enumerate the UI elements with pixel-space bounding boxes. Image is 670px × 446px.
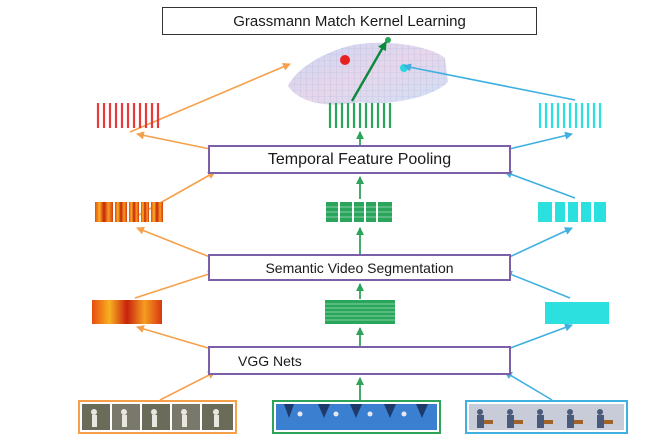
left-video-frames <box>78 400 237 434</box>
semantic-video-segmentation-box: Semantic Video Segmentation <box>208 254 511 281</box>
orange-frame-features <box>92 300 162 324</box>
green-frame-features <box>325 300 395 324</box>
vgg-nets-box: VGG Nets <box>208 346 511 375</box>
cyan-segment-features <box>538 202 606 222</box>
red-feature-bars <box>96 103 160 128</box>
green-point <box>385 37 391 43</box>
vgg-nets-label: VGG Nets <box>238 352 302 369</box>
left-stream-return-arrows <box>136 131 216 351</box>
grassmann-manifold <box>288 37 448 105</box>
cyan-point <box>400 64 408 72</box>
center-to-manifold-arrow <box>350 41 388 102</box>
grassmann-kernel-learning-label: Grassmann Match Kernel Learning <box>233 12 466 30</box>
cyan-feature-bars <box>538 103 602 128</box>
temporal-feature-pooling-label: Temporal Feature Pooling <box>267 150 452 168</box>
green-feature-bars <box>328 103 392 128</box>
temporal-feature-pooling-box: Temporal Feature Pooling <box>208 145 511 174</box>
red-point <box>340 55 350 65</box>
semantic-video-segmentation-label: Semantic Video Segmentation <box>265 259 454 276</box>
right-stream-return-arrows <box>504 131 573 351</box>
orange-segment-features <box>95 202 163 222</box>
right-stream-arrows <box>403 63 576 401</box>
green-segment-features <box>326 202 392 222</box>
middle-video-frames <box>272 400 441 434</box>
cyan-frame-features <box>545 302 609 324</box>
right-video-frames <box>465 400 628 434</box>
grassmann-kernel-learning-box: Grassmann Match Kernel Learning <box>162 7 537 35</box>
